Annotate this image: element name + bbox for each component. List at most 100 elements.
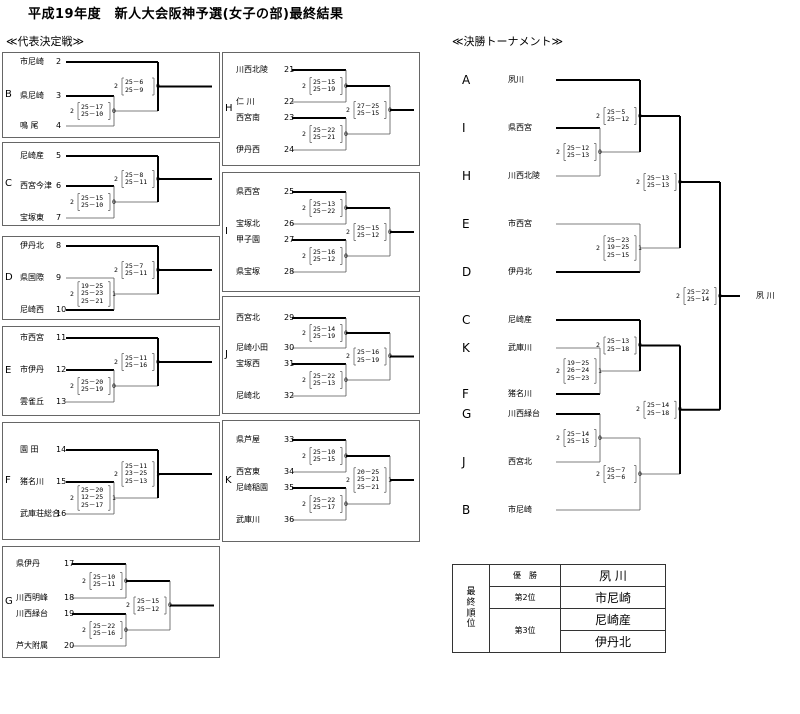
set-score: 25－16 (357, 348, 380, 356)
score-sets-won: 0 (388, 105, 392, 114)
team-number: 2 (56, 57, 62, 66)
set-score: 25－15 (357, 223, 380, 232)
group-box (2, 142, 220, 226)
score-sets-won: 2 (556, 147, 560, 156)
score-sets-won: 0 (388, 227, 392, 236)
set-score: 25－12 (607, 115, 630, 123)
score-sets-won: 2 (596, 341, 600, 349)
team-name: 県宝塚 (236, 267, 260, 276)
score-sets-won: 2 (556, 433, 560, 442)
team-name: 県西宮 (236, 187, 260, 196)
set-score: 25－14 (313, 324, 336, 333)
final-team-name: 尼崎産 (508, 315, 532, 324)
team-number: 33 (284, 435, 295, 444)
final-letter: J (462, 455, 466, 469)
set-score: 25－9 (125, 85, 144, 94)
group-letter: I (225, 226, 228, 237)
set-score: 19－25 (607, 243, 630, 252)
final-letter: G (462, 407, 472, 421)
set-score: 25－13 (567, 151, 590, 159)
team-name: 雲雀丘 (20, 397, 44, 406)
champion-name: 夙 川 (756, 291, 775, 300)
set-score: 25－10 (313, 447, 336, 456)
group-box (2, 326, 220, 416)
set-score: 26－24 (567, 366, 590, 375)
score-sets-won: 2 (636, 177, 640, 186)
set-score: 25－17 (81, 102, 104, 111)
set-score: 25－8 (125, 170, 144, 179)
group-box (2, 236, 220, 320)
team-name: 市尼崎 (20, 57, 44, 66)
score-sets-won: 2 (70, 493, 74, 502)
set-score: 25－21 (313, 133, 336, 141)
final-letter: K (462, 341, 470, 355)
team-number: 31 (284, 359, 295, 368)
set-score: 25－19 (357, 355, 380, 364)
team-number: 29 (284, 313, 295, 322)
team-name: 仁 川 (236, 97, 255, 106)
final-team-name: 県西宮 (508, 123, 532, 132)
score-sets-won: 2 (346, 227, 350, 236)
set-score: 25－17 (313, 503, 336, 511)
set-score: 25－13 (647, 173, 670, 182)
group-letter: B (5, 89, 12, 100)
score-sets-won: 1 (112, 493, 116, 502)
score-sets-won: 2 (70, 106, 74, 115)
standings-team: 夙 川 (560, 564, 666, 587)
score-sets-won: 2 (302, 451, 306, 460)
score-sets-won: 0 (598, 433, 602, 442)
score-sets-won: 0 (156, 357, 160, 366)
set-score: 25－20 (81, 485, 104, 494)
score-sets-won: 1 (638, 243, 642, 252)
set-score: 25－14 (647, 401, 670, 410)
score-sets-won: 2 (70, 289, 74, 298)
team-number: 11 (56, 333, 67, 342)
set-score: 25－11 (125, 178, 148, 186)
team-name: 尼崎産 (20, 151, 44, 160)
group-box (2, 52, 220, 138)
final-letter: D (462, 265, 472, 279)
standings-team: 尼崎産 (560, 608, 666, 631)
set-score: 25－23 (567, 373, 590, 382)
team-number: 22 (284, 97, 295, 106)
team-name: 尼崎小田 (236, 343, 268, 352)
team-name: 県芦屋 (236, 435, 260, 444)
team-number: 7 (56, 213, 62, 222)
group-letter: C (5, 178, 12, 189)
standings-header: 最終順位 (452, 564, 490, 653)
team-name: 猪名川 (20, 477, 44, 486)
final-letter: A (462, 73, 471, 87)
score-sets-won: 2 (676, 291, 680, 300)
team-name: 西宮北 (236, 313, 260, 322)
team-name: 尼崎北 (236, 391, 260, 400)
set-score: 25－22 (687, 287, 710, 296)
final-team-name: 伊丹北 (508, 267, 532, 276)
qualifier-heading: ≪代表決定戦≫ (6, 35, 85, 48)
score-sets-won: 0 (678, 405, 682, 414)
final-heading: ≪決勝トーナメント≫ (452, 35, 564, 48)
team-number: 26 (284, 219, 295, 228)
team-name: 芦大附属 (16, 641, 48, 650)
score-sets-won: 0 (124, 576, 128, 585)
group-letter: H (225, 103, 233, 114)
score-sets-won: 2 (126, 601, 130, 609)
set-score: 25－15 (81, 193, 104, 202)
score-sets-won: 2 (302, 129, 306, 138)
team-name: 川西北陵 (236, 65, 268, 74)
score-sets-won: 0 (112, 381, 116, 390)
team-number: 35 (284, 483, 295, 492)
score-sets-won: 2 (302, 499, 306, 508)
group-letter: J (225, 349, 228, 360)
score-sets-won: 0 (598, 147, 602, 156)
team-number: 10 (56, 305, 67, 314)
set-score: 25－18 (607, 344, 630, 353)
team-number: 12 (56, 365, 67, 374)
team-number: 16 (56, 509, 67, 518)
set-score: 25－22 (93, 621, 116, 630)
team-number: 3 (56, 91, 62, 100)
set-score: 25－15 (357, 109, 380, 117)
score-sets-won: 0 (156, 265, 160, 274)
set-score: 20－25 (357, 467, 380, 476)
